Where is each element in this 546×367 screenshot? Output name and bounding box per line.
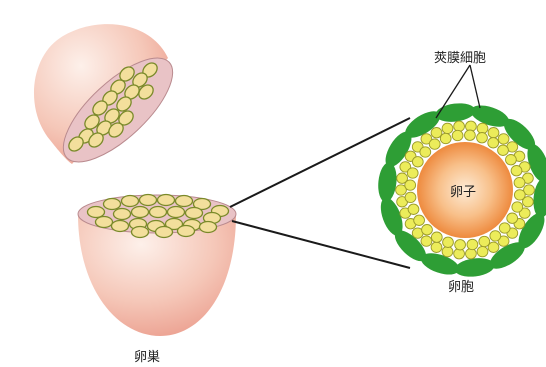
granulosa-cell [507, 213, 518, 223]
follicle [178, 226, 195, 237]
label-oocyte: 卵子 [450, 181, 476, 200]
granulosa-cell [488, 128, 499, 138]
granulosa-cell [465, 130, 476, 140]
follicle [114, 209, 131, 220]
follicle [104, 199, 121, 210]
follicle [112, 221, 129, 232]
theca-cell [376, 161, 398, 203]
granulosa-cell [454, 121, 465, 131]
granulosa-cell [405, 180, 416, 190]
granulosa-cell [479, 236, 490, 246]
granulosa-cell [440, 133, 451, 143]
follicle [158, 195, 175, 206]
granulosa-cell [498, 134, 509, 144]
granulosa-cell [443, 237, 454, 247]
granulosa-cell [514, 177, 525, 187]
granulosa-cell [477, 133, 488, 143]
granulosa-cell [431, 242, 442, 252]
ovary-upper-half [34, 24, 188, 178]
granulosa-cell [477, 246, 488, 256]
follicle [176, 196, 193, 207]
granulosa-cell [467, 239, 478, 249]
follicle [122, 196, 139, 207]
granulosa-cell [405, 192, 416, 202]
granulosa-cell [512, 202, 523, 212]
granulosa-cell [514, 190, 525, 200]
granulosa-cell [488, 138, 499, 148]
granulosa-cell [422, 225, 433, 235]
follicle [132, 207, 149, 218]
granulosa-cell [490, 231, 501, 241]
follicle [96, 217, 113, 228]
granulosa-cell [408, 204, 419, 214]
label-theca-cells: 莢膜細胞 [434, 47, 486, 66]
granulosa-cell [466, 249, 477, 259]
follicle [150, 207, 167, 218]
follicle [132, 227, 149, 238]
granulosa-cell [452, 130, 463, 140]
granulosa-cell [498, 145, 509, 155]
ovary-lower-half [78, 195, 236, 337]
follicle [156, 227, 173, 238]
granulosa-cell [429, 139, 440, 149]
granulosa-cell [477, 123, 488, 133]
follicle [168, 207, 185, 218]
follicle [140, 195, 157, 206]
granulosa-cell [511, 166, 522, 176]
granulosa-cell [442, 123, 453, 133]
follicle [200, 222, 217, 233]
follicle [88, 207, 105, 218]
granulosa-cell [414, 215, 425, 225]
granulosa-cell [506, 155, 517, 165]
label-ovary: 卵巣 [134, 346, 160, 365]
follicle [186, 208, 203, 219]
granulosa-cell [455, 240, 466, 250]
label-follicle: 卵胞 [448, 276, 474, 295]
granulosa-cell [407, 168, 418, 178]
granulosa-cell [431, 232, 442, 242]
granulosa-cell [421, 236, 432, 246]
theca-cell [532, 177, 546, 219]
theca-cell [434, 101, 476, 124]
granulosa-cell [420, 147, 431, 157]
granulosa-cell [442, 246, 453, 256]
granulosa-cell [499, 223, 510, 233]
granulosa-cell [412, 157, 423, 167]
